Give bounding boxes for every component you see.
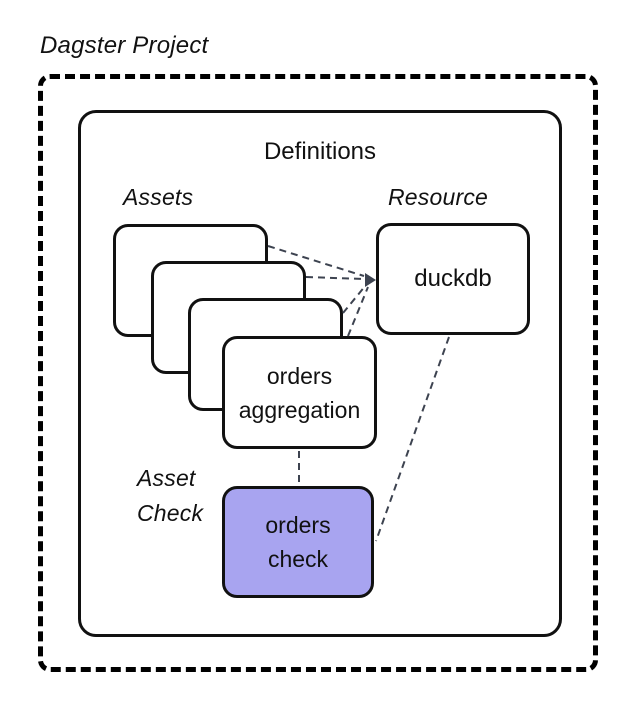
asset-check-label-line2: Check (137, 500, 204, 526)
asset-check-group-label: Asset Check (137, 461, 203, 531)
resource-node-duckdb[interactable]: duckdb (376, 223, 530, 335)
orders-check-label-line2: check (267, 546, 329, 572)
orders-aggregation-label-line2: aggregation (238, 396, 361, 423)
resource-group-label: Resource (388, 184, 489, 210)
definitions-title: Definitions (263, 138, 377, 165)
asset-check-node-orders-check[interactable]: orders check (222, 486, 374, 598)
assets-group-label: Assets (123, 184, 194, 210)
duckdb-label: duckdb (414, 265, 492, 292)
asset-card-orders-aggregation[interactable]: orders aggregation (222, 336, 377, 449)
orders-aggregation-label-line1: orders (266, 362, 333, 389)
orders-check-label-line1: orders (265, 512, 331, 538)
dagster-project-boundary (38, 74, 598, 672)
project-title: Dagster Project (40, 32, 209, 59)
asset-check-label-line1: Asset (137, 465, 196, 491)
